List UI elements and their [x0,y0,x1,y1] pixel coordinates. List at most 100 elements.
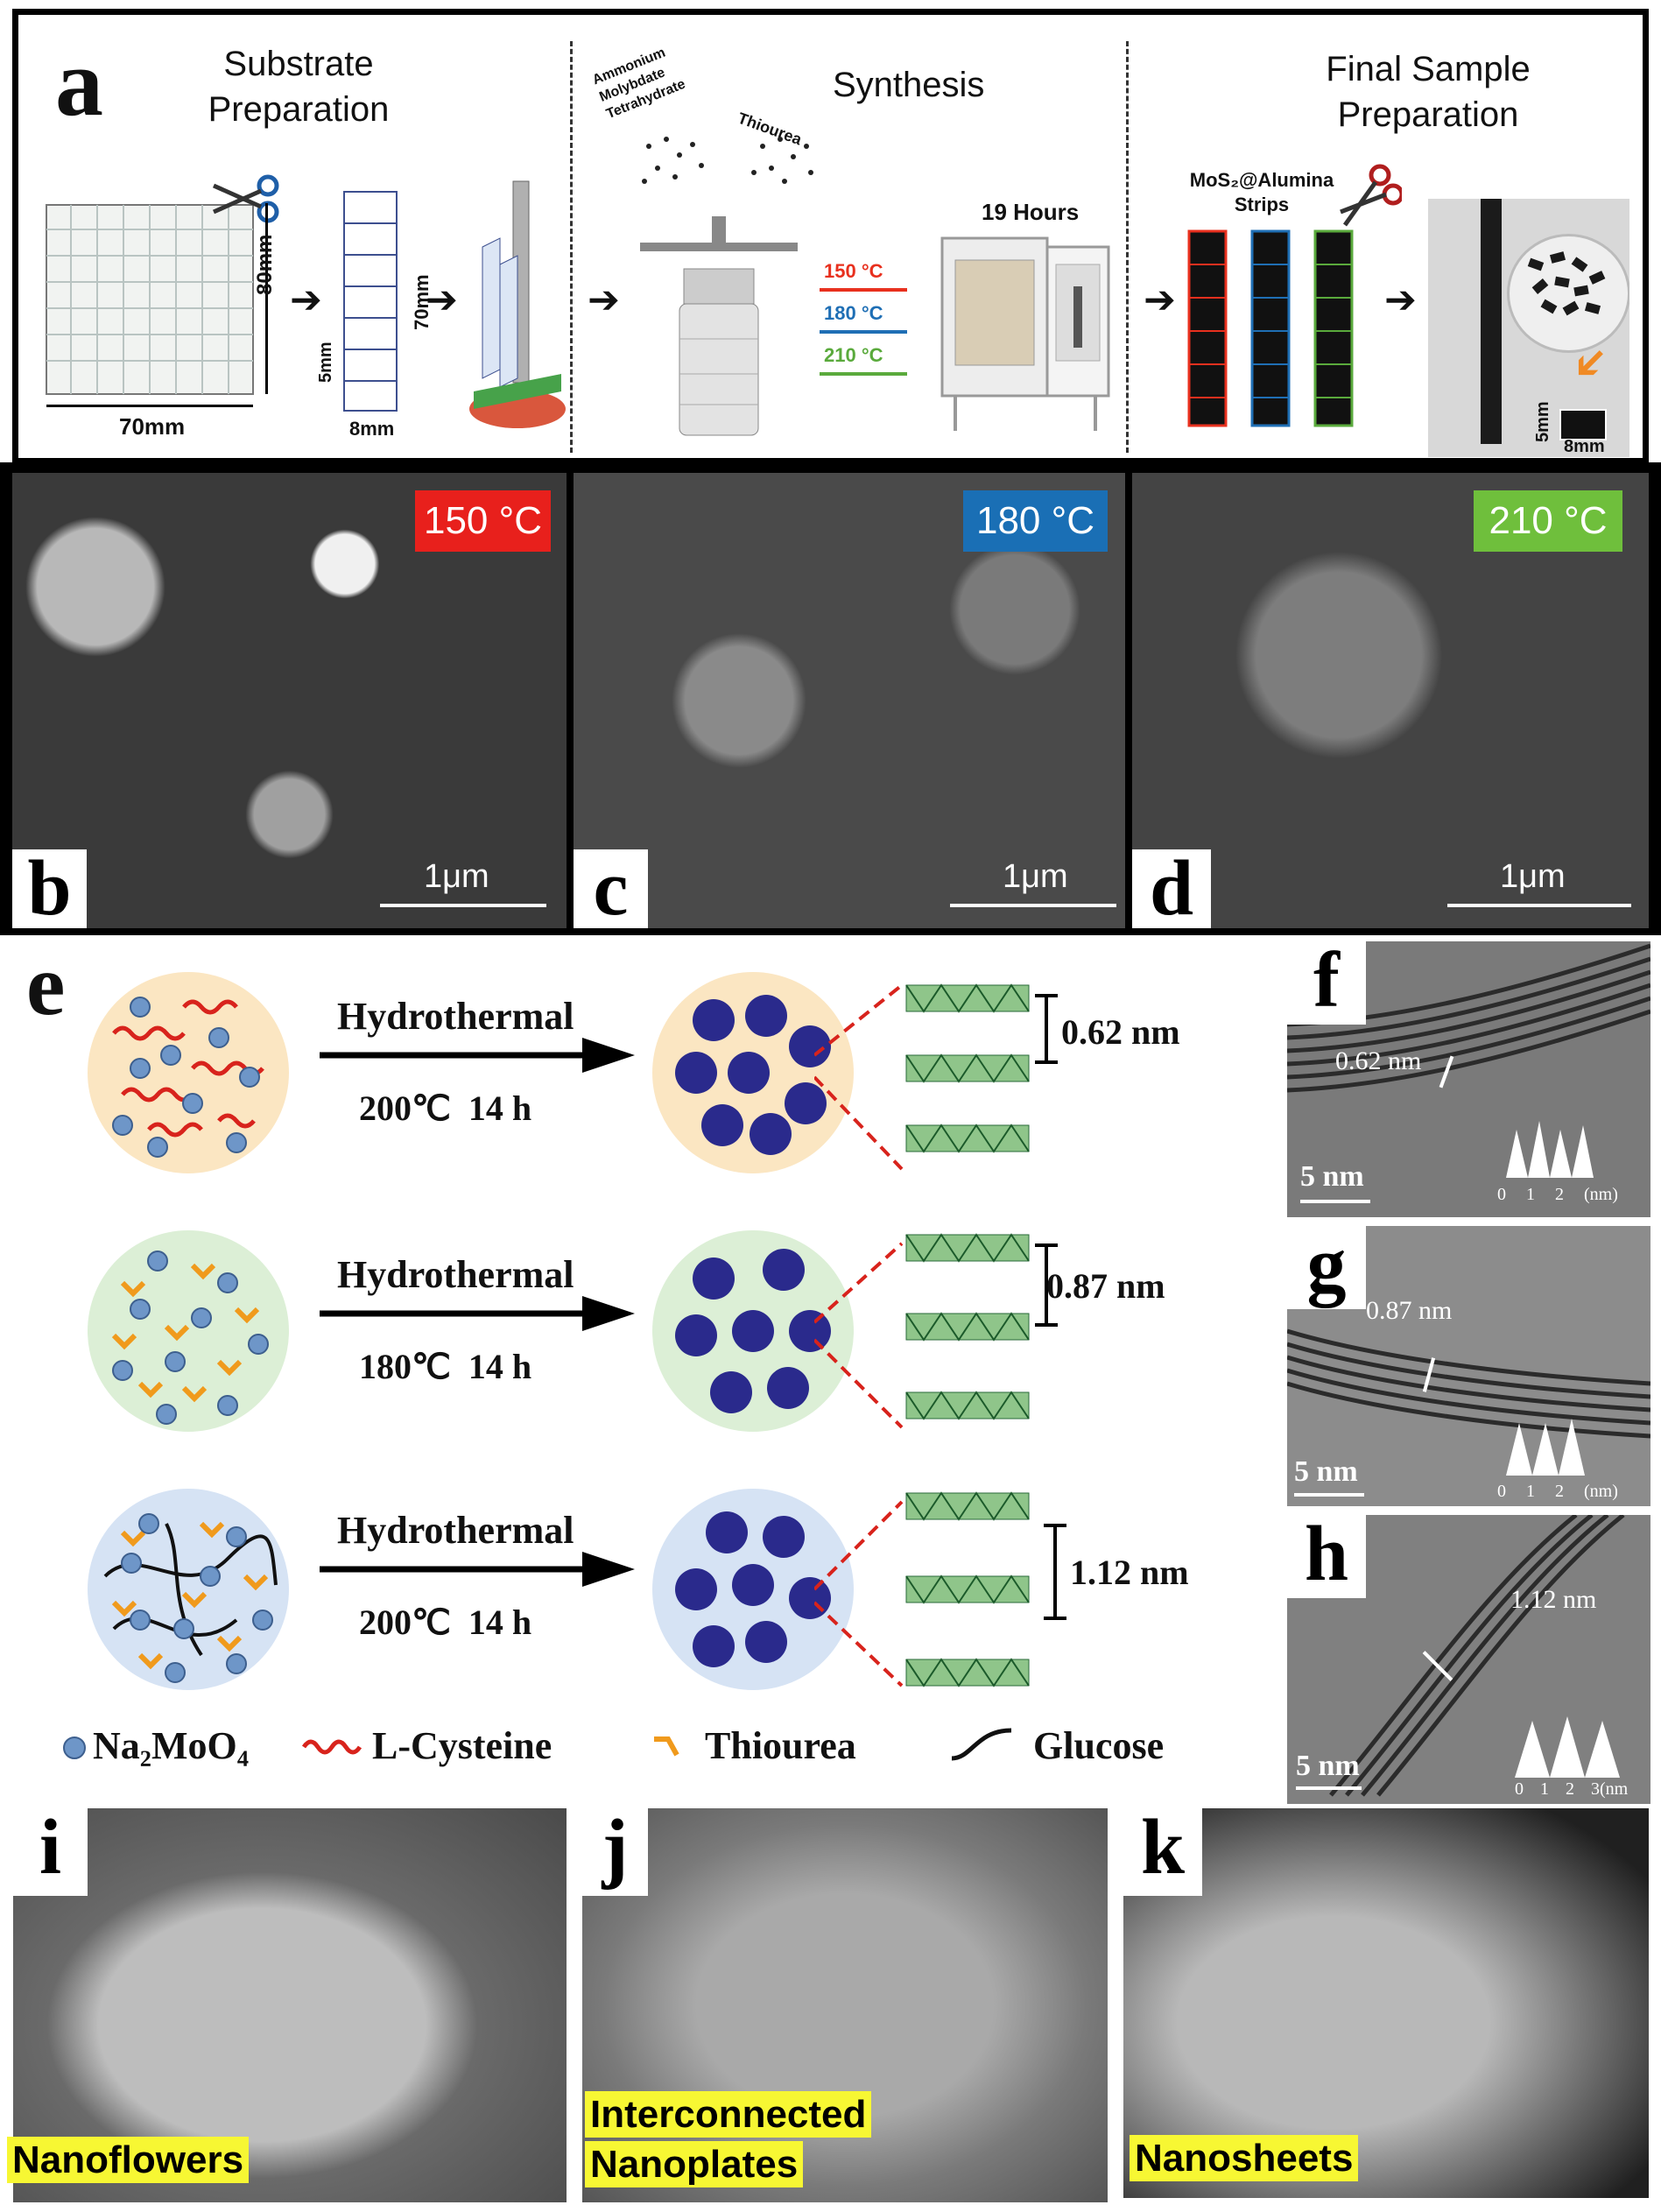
scale-label-f: 5 nm [1300,1160,1364,1193]
scale-bar-d [1447,904,1631,907]
scale-label-g: 5 nm [1294,1455,1358,1488]
profile-axis-h: 0 1 2 3(nm [1515,1779,1629,1799]
sample-holder-rack [469,180,566,428]
dim-label-70mm: 70mm [119,413,186,440]
process-label-3: Hydrothermal [337,1509,574,1552]
section-title-synthesis: Synthesis [833,66,985,104]
precursor-circle-3 [88,1489,289,1690]
legend-na2moo4-icon [63,1736,86,1759]
alumina-substrate-sheet [46,204,254,395]
section-title-final: Final Sample Preparation [1326,50,1531,134]
caption-nanoplates: Nanoplates [585,2141,804,2188]
scissors-icon [212,174,279,223]
temp-badge-150: 150 °C [415,490,551,552]
mos2-layers-3 [905,1491,1030,1687]
sem-image-c: c 180 °C 1μm [574,473,1125,928]
profile-axis-g: 0 1 2 (nm) [1497,1482,1618,1501]
legend-thiourea-label: Thiourea [705,1724,856,1767]
panel-label-i: i [13,1808,88,1896]
final-sample-photo: ➔ 5mm 8mm [1428,199,1629,457]
spacing-annotation-h: 1.12 nm [1510,1585,1597,1614]
reaction-arrow-1 [320,1038,635,1073]
zoom-lines-3 [814,1500,904,1687]
tem-image-g: g 0.87 nm 5 nm 0 1 2 (nm) [1287,1226,1650,1506]
spacing-label-3: 1.12 nm [1070,1553,1189,1592]
spacing-bracket-1 [1035,994,1058,1064]
arrow-icon: ➔ [1144,278,1176,321]
mos2-layers-1 [905,983,1030,1153]
product-circle-2 [652,1230,854,1432]
tem-image-h: h 1.12 nm 5 nm 0 1 2 3(nm [1287,1515,1650,1804]
scale-bar-g [1294,1493,1364,1497]
zoom-lines-1 [814,983,904,1171]
sem-image-d: d 210 °C 1μm [1132,473,1649,928]
sample-dim-8mm: 8mm [1564,437,1605,456]
temp-label-180: 180 °C [824,302,883,324]
reaction-arrow-3 [320,1552,635,1587]
profile-axis-f: 0 1 2 (nm) [1497,1185,1618,1204]
scale-bar-b [380,904,546,907]
panel-label-d: d [1132,849,1211,928]
reagent-label-ammonium: Ammonium Molybdate Tetrahydrate [590,45,688,122]
section-title-substrate: Substrate Preparation [208,45,390,129]
legend-glucose-icon [951,1728,1012,1761]
condition-label-1: 200℃ 14 h [359,1088,532,1128]
caption-nanosheets: Nanosheets [1130,2135,1359,2182]
mos2-alumina-strips [1187,229,1354,427]
spacing-bracket-3 [1044,1524,1066,1620]
arrow-icon: ➔ [1384,278,1417,321]
panel-label-f: f [1287,941,1366,1025]
process-label-2: Hydrothermal [337,1253,574,1296]
spacing-annotation-g: 0.87 nm [1366,1296,1453,1325]
duration-label: 19 Hours [982,199,1080,225]
condition-label-3: 200℃ 14 h [359,1603,532,1642]
product-circle-1 [652,972,854,1173]
condition-label-2: 180℃ 14 h [359,1347,532,1386]
temp-badge-210: 210 °C [1474,490,1622,552]
panel-e-label: e [26,936,66,1033]
autoclave-reactor [640,216,798,436]
temp-arrow-180 [820,330,907,334]
panel-label-h: h [1287,1515,1366,1598]
reagent-particles [642,137,813,184]
temp-label-210: 210 °C [824,344,883,366]
scale-label-b: 1μm [424,858,489,895]
legend-cysteine-label: L-Cysteine [372,1724,552,1767]
arrow-icon: ➔ [290,278,322,321]
panel-label-c: c [574,849,648,928]
sem-image-b: b 150 °C 1μm [12,473,567,928]
scale-bar-f [1300,1200,1370,1203]
scale-bar-c [950,904,1116,907]
spacing-label-1: 0.62 nm [1061,1012,1180,1052]
panel-label-k: k [1123,1808,1202,1896]
scale-label-c: 1μm [1003,858,1068,895]
dim-arrow-70-horizontal [46,405,253,407]
arrow-icon: ➔ [588,278,620,321]
panel-label-g: g [1287,1226,1366,1309]
temp-arrow-150 [820,288,907,292]
dim-arrow-80-vertical [265,203,268,394]
spacing-label-2: 0.87 nm [1046,1266,1165,1306]
panel-a: a Substrate Preparation Synthesis Final … [12,9,1649,464]
cut-strip [343,191,398,412]
sample-dim-5mm: 5mm [1533,401,1552,442]
legend-na2moo4-label: Na₂MoO₄ [93,1724,249,1767]
temp-badge-180: 180 °C [963,490,1108,552]
scale-bar-h [1296,1786,1362,1790]
panel-label-j: j [582,1808,648,1896]
zoom-lines-2 [814,1242,904,1429]
scale-label-d: 1μm [1500,858,1566,895]
furnace-oven [940,236,1110,431]
scale-label-h: 5 nm [1296,1750,1360,1782]
precursor-circle-2 [88,1230,289,1432]
dim-label-5mm: 5mm [316,342,335,383]
legend-glucose-label: Glucose [1033,1724,1165,1767]
strips-label: MoS₂@Alumina Strips [1189,169,1334,215]
sem-image-k: k [1123,1808,1649,2198]
scissors-icon [1340,164,1402,227]
spacing-bracket-2 [1035,1243,1058,1327]
legend-cysteine-icon [302,1739,362,1755]
temp-arrow-210 [820,372,907,376]
temp-label-150: 150 °C [824,260,883,282]
caption-interconnected: Interconnected [585,2091,872,2138]
